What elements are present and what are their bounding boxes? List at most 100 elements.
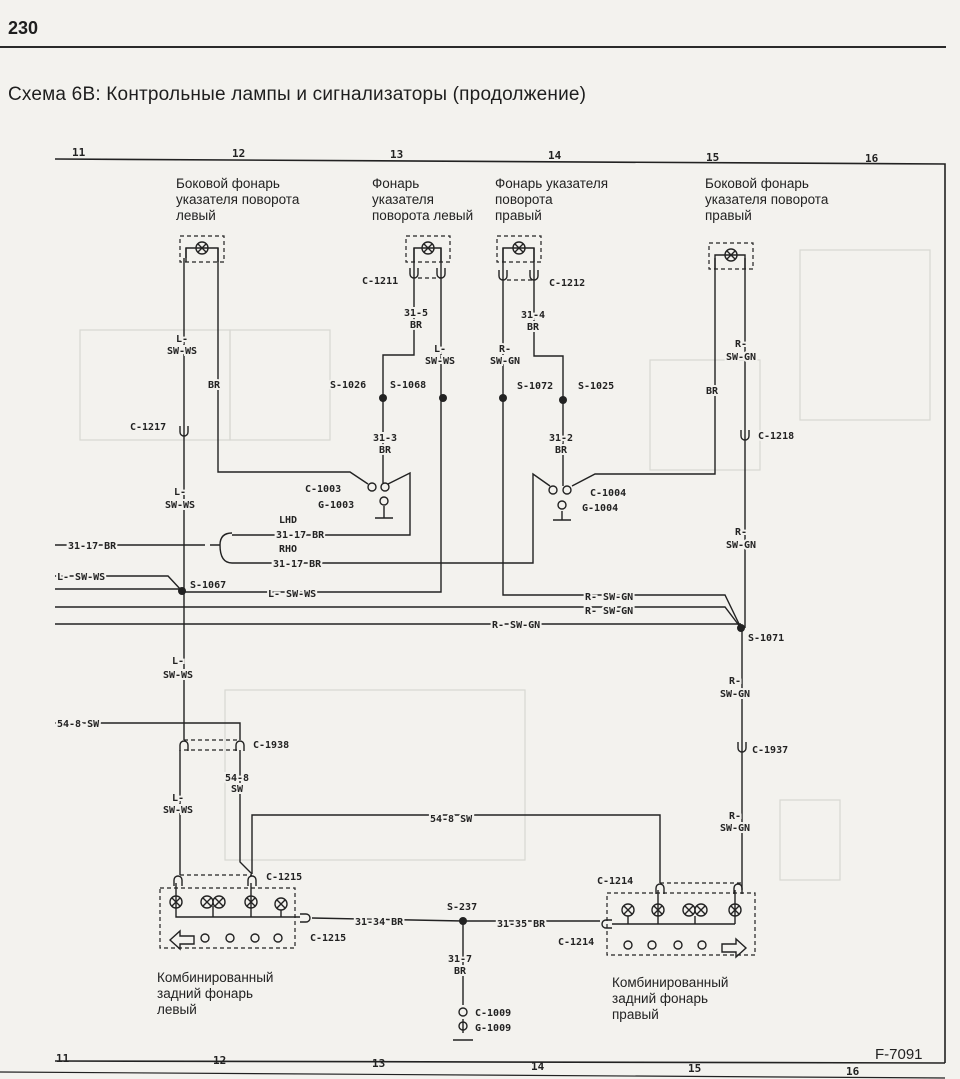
light-function-icon — [697, 940, 707, 950]
wire-br-side-left — [217, 248, 369, 485]
wire-label: 31-4 — [521, 310, 545, 321]
svg-text:указателя поворота: указателя поворота — [176, 192, 300, 207]
page-title: Схема 6В: Контрольные лампы и сигнализат… — [8, 84, 587, 105]
wire-label: R- — [729, 676, 741, 687]
lamp-bulb-icon — [195, 241, 209, 255]
column-number: 12 — [213, 1054, 226, 1067]
wire-labels: L-SW-WSBRC-1217L-SW-WSC-121131-5BRL-SW-W… — [55, 274, 796, 1036]
wire-label: L- SW-WS — [268, 589, 316, 600]
svg-text:Боковой фонарь: Боковой фонарь — [176, 176, 280, 191]
lamp-housing — [496, 235, 542, 263]
connector-c1003 — [380, 482, 390, 492]
connector-c1214-ground — [601, 919, 612, 929]
bulb-icon — [621, 903, 635, 917]
column-number: 14 — [548, 149, 562, 162]
column-number: 11 — [72, 146, 86, 159]
svg-text:правый: правый — [612, 1007, 659, 1022]
wire-label: 31-17 BR — [273, 559, 322, 570]
figure-id: F-7091 — [875, 1046, 923, 1063]
wire-label: C-1004 — [590, 488, 626, 499]
wire-r-sw-gn-15 — [741, 258, 746, 890]
wire-label: R- — [735, 527, 747, 538]
splice-s1026 — [379, 394, 387, 402]
svg-text:Боковой фонарь: Боковой фонарь — [705, 176, 809, 191]
svg-text:задний фонарь: задний фонарь — [157, 986, 253, 1001]
grid-columns-top: 11 12 13 14 15 16 — [72, 146, 879, 165]
wire-label: G-1003 — [318, 500, 354, 511]
column-number: 13 — [372, 1057, 385, 1070]
wire-label: S-1068 — [390, 380, 426, 391]
svg-text:поворота: поворота — [495, 192, 553, 207]
light-function-icon — [647, 940, 657, 950]
wire-label: S-237 — [447, 902, 477, 913]
wire-label: S-1072 — [517, 381, 553, 392]
splice-s1025 — [559, 396, 567, 404]
wire-label: 54-8 — [225, 773, 249, 784]
light-function-icon — [273, 933, 283, 943]
wire-label: SW-WS — [425, 356, 455, 367]
component-side-lamp-right-label: Боковой фонарь указателя поворота правый — [705, 176, 829, 223]
wire-label: 31-17 BR — [68, 541, 117, 552]
bleed-through — [79, 249, 931, 881]
symbols — [159, 235, 756, 1031]
light-function-icon — [623, 940, 633, 950]
column-number: 16 — [846, 1065, 860, 1078]
splice-s1068 — [439, 394, 447, 402]
connector-c1938 — [235, 740, 245, 751]
svg-text:правый: правый — [705, 208, 752, 223]
wire-label: BR — [208, 380, 221, 391]
wire-label: 31-35 BR — [497, 919, 546, 930]
rear-lamp-right-housing — [606, 892, 756, 956]
light-function-icon — [250, 933, 260, 943]
component-rear-lamp-right-label: Комбинированный задний фонарь правый — [612, 975, 728, 1022]
lamp-bulb-icon — [724, 248, 738, 262]
ground-g1004 — [557, 500, 567, 510]
splice-s237 — [459, 917, 467, 925]
ground-g1003 — [379, 496, 389, 506]
connector-c1004 — [562, 485, 572, 495]
arrow-left-icon — [168, 929, 195, 951]
lamp-housing — [708, 242, 754, 270]
svg-text:задний фонарь: задний фонарь — [612, 991, 708, 1006]
splice-s1067 — [178, 587, 186, 595]
brace — [210, 532, 233, 564]
wire-label: SW-GN — [726, 352, 756, 363]
wire-label: S-1067 — [190, 580, 226, 591]
bus-right — [612, 890, 736, 925]
wire-label: G-1004 — [582, 503, 618, 514]
wire-c1004-br — [571, 258, 716, 487]
wire-l-sw-ws-13 — [182, 248, 442, 593]
column-number: 13 — [390, 148, 403, 161]
connector-c1003 — [367, 482, 377, 492]
svg-text:левый: левый — [157, 1002, 197, 1017]
wire-label: C-1214 — [597, 876, 633, 887]
svg-text:Комбинированный: Комбинированный — [157, 970, 273, 985]
wire-label: 31-7 — [448, 954, 472, 965]
wire-label: C-1003 — [305, 484, 341, 495]
wire-label: C-1214 — [558, 937, 594, 948]
component-turn-lamp-right-label: Фонарь указателя поворота правый — [495, 176, 608, 223]
wire-label: R- — [499, 344, 511, 355]
column-number: 11 — [56, 1052, 70, 1065]
bulb-icon — [274, 897, 288, 911]
column-number: 15 — [688, 1062, 701, 1075]
component-side-lamp-left-label: Боковой фонарь указателя поворота левый — [176, 176, 300, 223]
svg-text:поворота левый: поворота левый — [372, 208, 473, 223]
wire-label: BR — [555, 445, 568, 456]
connector-c1214 — [655, 883, 665, 894]
bulb-icon — [651, 903, 665, 917]
wire-label: L- SW-WS — [57, 572, 105, 583]
column-number: 14 — [531, 1060, 545, 1073]
wire-31-5 — [382, 248, 415, 483]
connector-c1211 — [436, 268, 446, 279]
component-turn-lamp-left-label: Фонарь указателя поворота левый — [372, 176, 473, 223]
header-rule — [0, 46, 946, 48]
wire-label: C-1218 — [758, 431, 794, 442]
lamp-bulb-icon — [512, 241, 526, 255]
wire-54-8-sw-bottom — [251, 814, 661, 883]
wire-label: 31-17 BR — [276, 530, 325, 541]
column-number: 16 — [865, 152, 879, 165]
wire-label: SW — [231, 784, 244, 795]
wire-c1003-lhd — [232, 471, 411, 536]
diagram-frame — [0, 158, 946, 1079]
